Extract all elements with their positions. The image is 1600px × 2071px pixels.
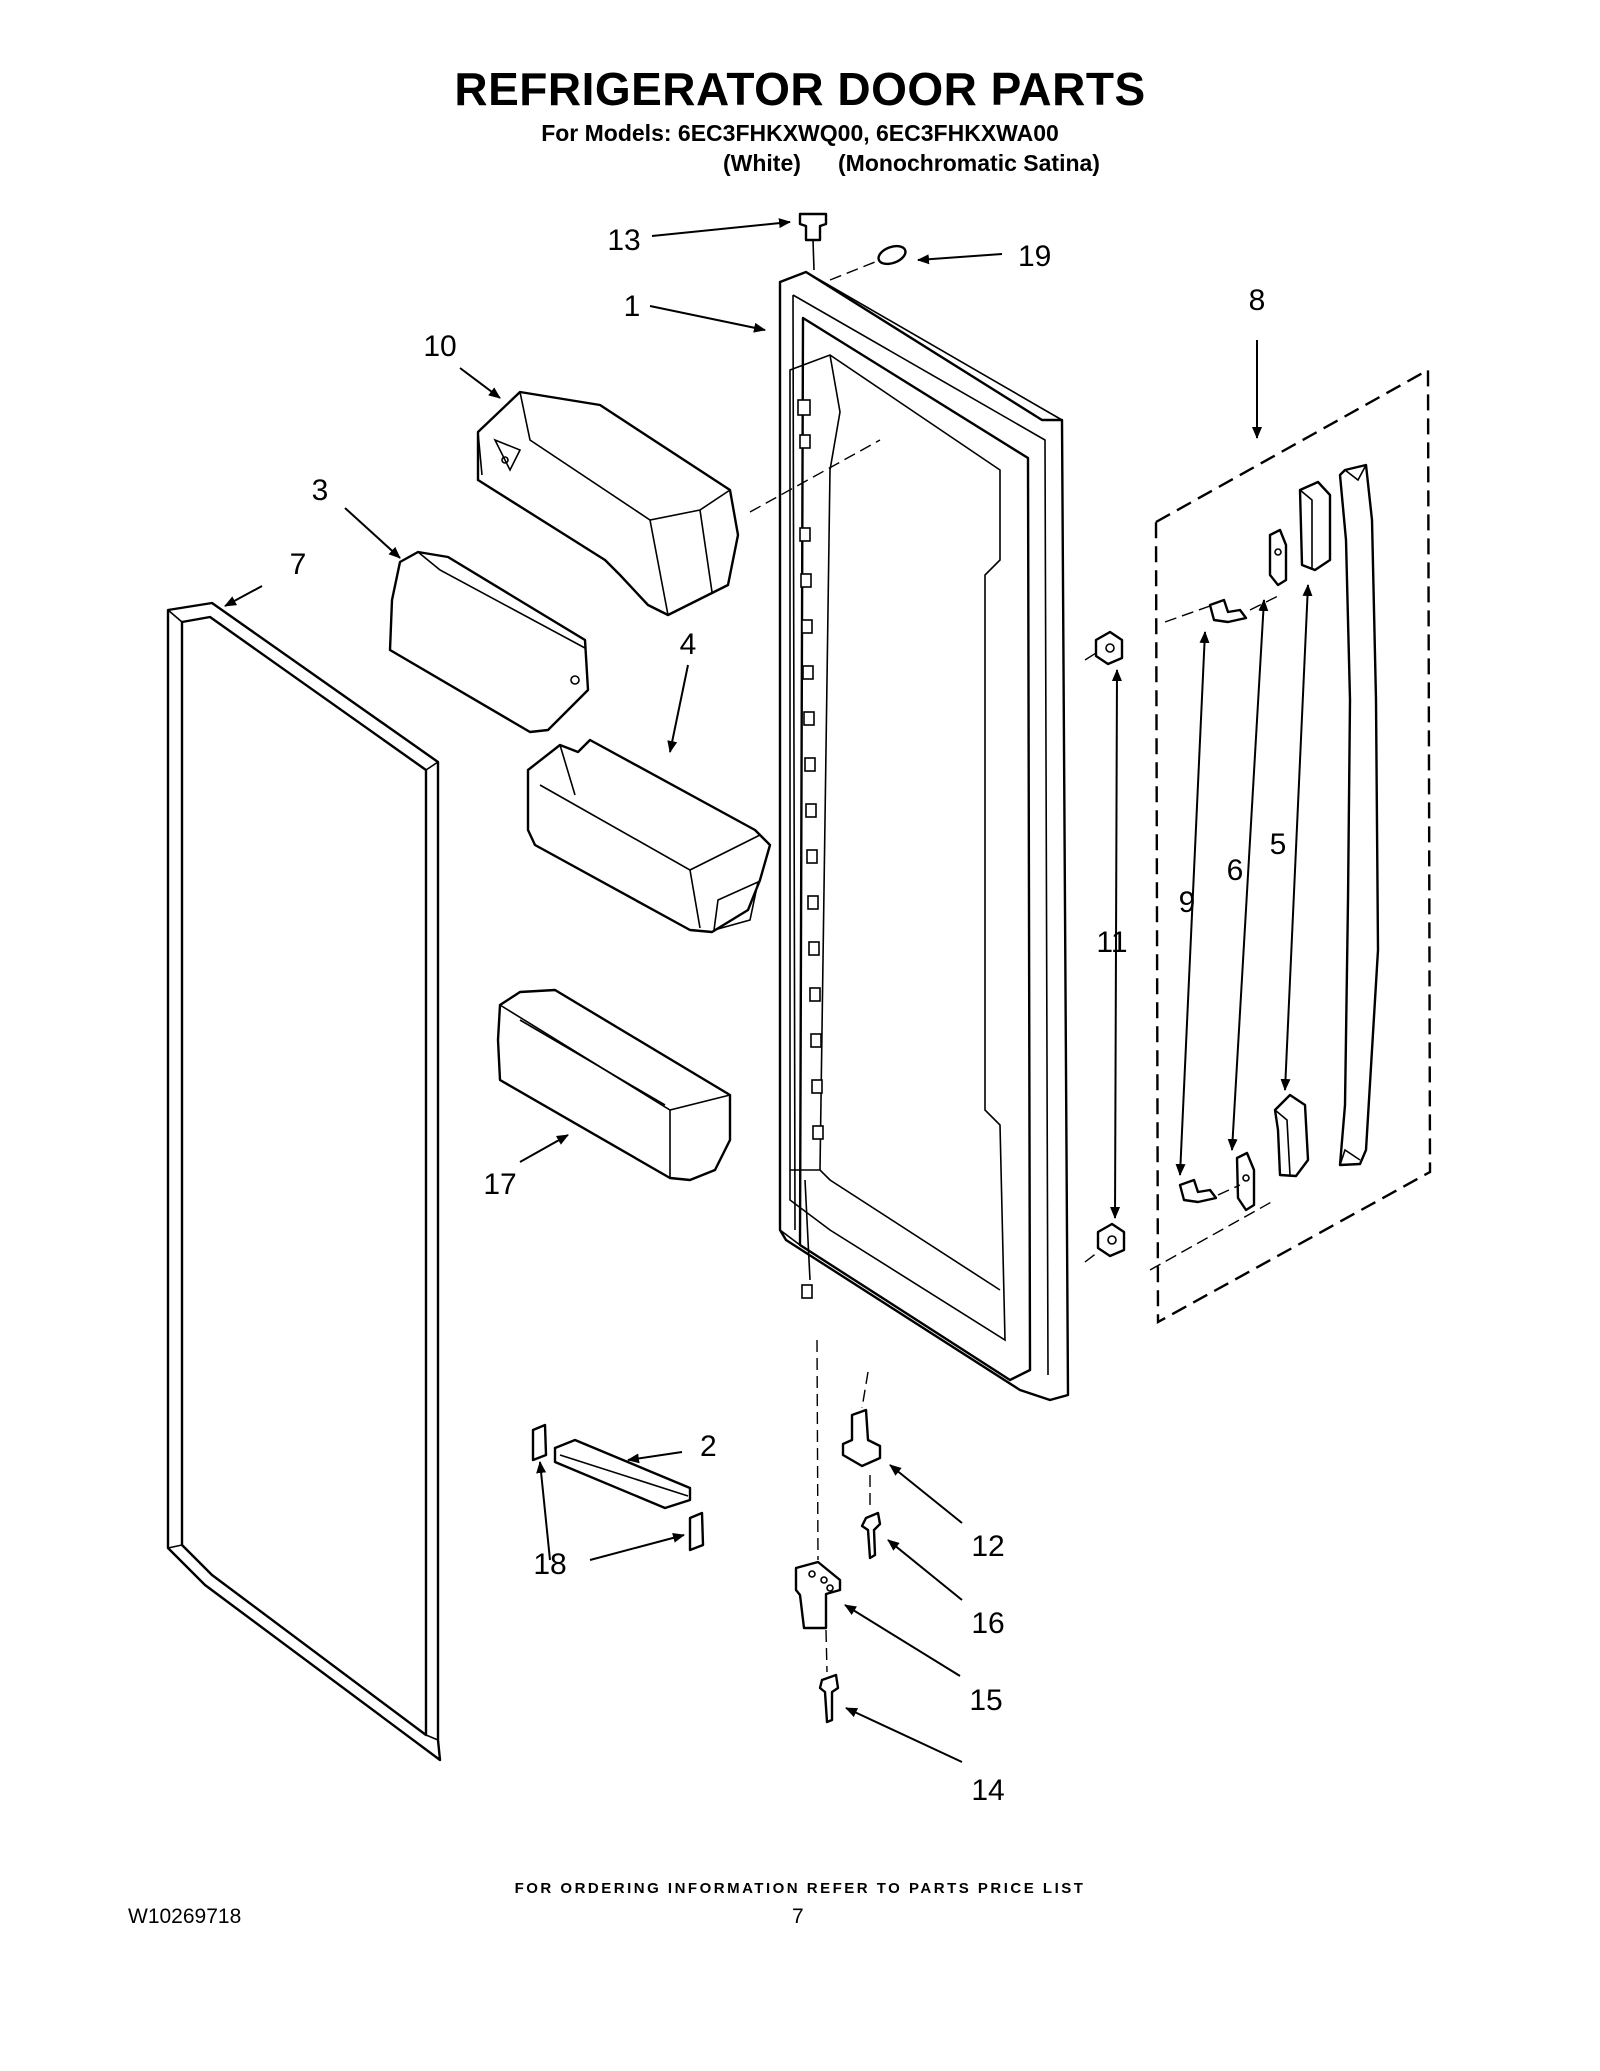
- hinge-bushing: [798, 212, 828, 271]
- callout-9: 9: [1179, 886, 1196, 919]
- washer: [829, 244, 907, 281]
- compartment-door: [388, 550, 590, 734]
- door-bin-lower: [496, 988, 732, 1182]
- door-bin-upper: [526, 738, 772, 934]
- handle-screw-upper: [1208, 594, 1281, 624]
- handle-screw-lower: [1178, 1178, 1241, 1204]
- callout-18: 18: [533, 1548, 566, 1581]
- handle-plug-upper: [1084, 630, 1124, 666]
- callout-8: 8: [1249, 284, 1266, 317]
- callout-1: 1: [624, 290, 641, 323]
- callout-19: 19: [1018, 240, 1051, 273]
- shelf-slots: [797, 399, 824, 1299]
- page-number: 7: [792, 1905, 804, 1928]
- page-title: REFRIGERATOR DOOR PARTS: [454, 63, 1146, 115]
- refrigerator-door: [749, 270, 1070, 1402]
- callout-17: 17: [483, 1168, 516, 1201]
- callout-14: 14: [971, 1774, 1004, 1807]
- handle-kit-box: [1154, 367, 1432, 1325]
- callout-12: 12: [971, 1530, 1004, 1563]
- callout-6: 6: [1227, 854, 1244, 887]
- callout-10: 10: [423, 330, 456, 363]
- mounting-clip-lower: [1235, 1151, 1256, 1212]
- callout-7: 7: [290, 548, 307, 581]
- ordering-note: FOR ORDERING INFORMATION REFER TO PARTS …: [514, 1880, 1086, 1897]
- hinge-pin: [841, 1371, 882, 1468]
- callout-13: 13: [607, 224, 640, 257]
- callout-2: 2: [700, 1430, 717, 1463]
- callout-5: 5: [1270, 828, 1287, 861]
- callout-3: 3: [312, 474, 329, 507]
- callout-11: 11: [1096, 926, 1127, 959]
- variant-satina: (Monochromatic Satina): [838, 150, 1100, 176]
- trim-end-caps: [531, 1423, 705, 1552]
- lower-hinge: [794, 1560, 842, 1630]
- leader-lines: [224, 218, 1313, 1763]
- handle-plug-lower: [1084, 1222, 1126, 1263]
- models-line: For Models: 6EC3FHKXWQ00, 6EC3FHKXWA00: [541, 120, 1059, 146]
- door-handle: [1338, 463, 1380, 1167]
- dairy-compartment: [476, 390, 740, 617]
- handle-bracket-lower: [1273, 1093, 1310, 1178]
- variant-white: (White): [723, 150, 801, 176]
- callout-15: 15: [969, 1684, 1002, 1717]
- door-gasket: [166, 601, 442, 1762]
- screw-large: [818, 1629, 840, 1724]
- trim-strip: [553, 1438, 692, 1510]
- callout-4: 4: [680, 628, 697, 661]
- handle-bracket-upper: [1298, 480, 1332, 572]
- document-number: W10269718: [128, 1905, 242, 1928]
- screw-small: [860, 1475, 882, 1560]
- mounting-clip-upper: [1268, 528, 1288, 587]
- callout-labels: 13 19 1 10 8 3 7 4 5 6 9 11 17 2 18 12 1…: [290, 224, 1287, 1807]
- callout-16: 16: [971, 1607, 1004, 1640]
